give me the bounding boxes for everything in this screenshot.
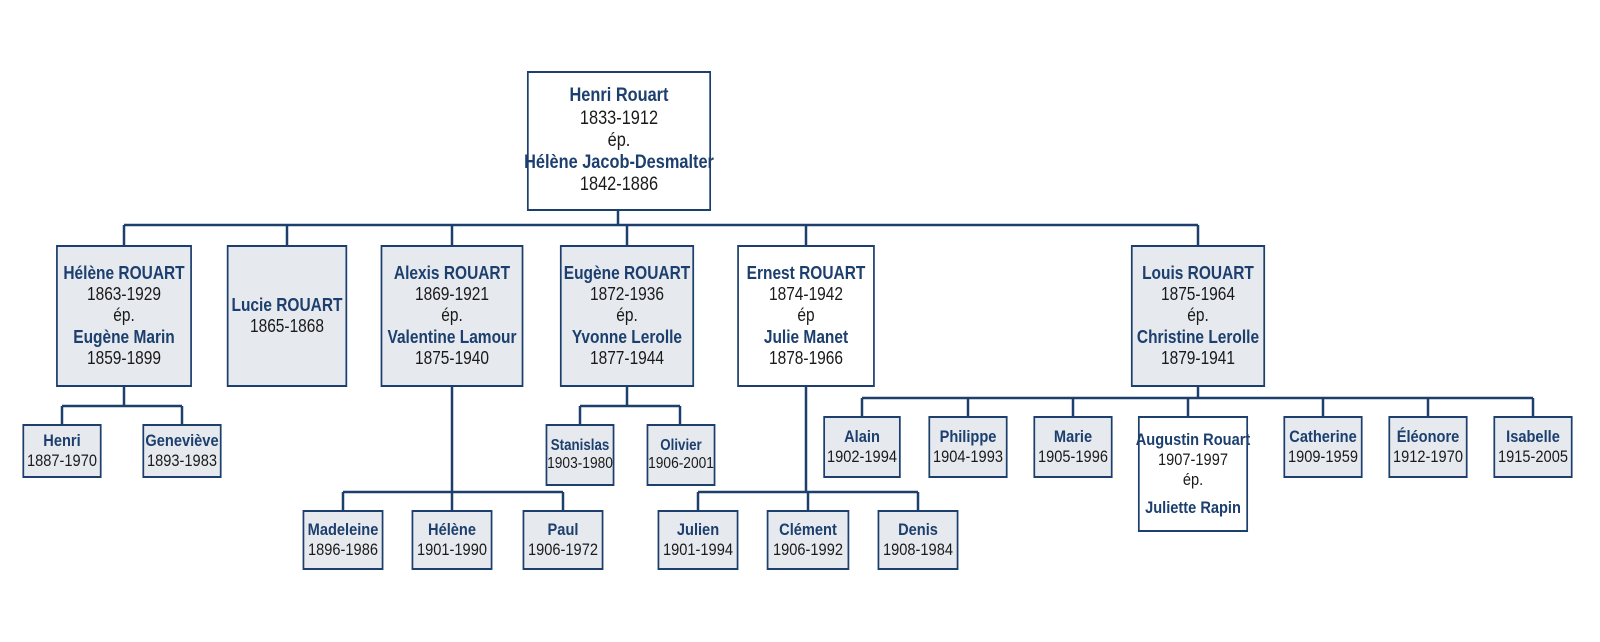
- person-dates: 1904-1993: [933, 447, 1003, 466]
- marriage-label: ép.: [1182, 469, 1204, 489]
- person-name: Henri Rouart: [569, 85, 669, 107]
- person-name: Ernest ROUART: [746, 263, 866, 284]
- person-dates: 1912-1970: [1393, 447, 1463, 466]
- child-box-louis: Louis ROUART 1875-1964 ép. Christine Ler…: [1130, 245, 1266, 387]
- person-name: Denis: [898, 520, 938, 540]
- grandchild-box: Paul 1906-1972: [522, 510, 604, 570]
- person-name: Hélène: [428, 520, 476, 540]
- person-dates: 1901-1994: [663, 540, 733, 559]
- person-name: Louis ROUART: [1142, 263, 1254, 284]
- person-dates: 1887-1970: [27, 451, 97, 470]
- grandchild-box: Stanislas 1903-1980: [545, 424, 615, 486]
- person-dates: 1893-1983: [147, 451, 217, 470]
- spouse-name: Eugène Marin: [73, 326, 175, 347]
- spouse-name: Julie Manet: [763, 326, 849, 347]
- grandchild-box: Isabelle 1915-2005: [1493, 416, 1573, 478]
- person-name: Catherine: [1289, 427, 1357, 447]
- marriage-label: ép.: [113, 305, 135, 326]
- person-dates: 1909-1959: [1288, 447, 1358, 466]
- marriage-label: ép.: [607, 129, 631, 151]
- person-dates: 1901-1990: [417, 540, 487, 559]
- grandchild-box: Éléonore 1912-1970: [1388, 416, 1468, 478]
- person-name: Alain: [844, 427, 880, 447]
- person-dates: 1896-1986: [308, 540, 378, 559]
- person-name: Stanislas: [550, 436, 610, 454]
- person-dates: 1902-1994: [827, 447, 897, 466]
- grandchild-box: Alain 1902-1994: [823, 416, 901, 478]
- person-name: Eugène ROUART: [563, 263, 691, 284]
- person-dates: 1908-1984: [883, 540, 953, 559]
- spouse-dates: 1859-1899: [86, 347, 162, 368]
- spouse-dates: 1879-1941: [1160, 347, 1236, 368]
- spouse-dates: 1875-1940: [414, 347, 490, 368]
- person-dates: 1875-1964: [1160, 284, 1236, 305]
- child-box-lucie: Lucie ROUART 1865-1868: [226, 245, 348, 387]
- spouse-name: Christine Lerolle: [1136, 326, 1260, 347]
- person-dates: 1905-1996: [1038, 447, 1108, 466]
- person-name: Paul: [547, 520, 579, 540]
- grandchild-box: Hélène 1901-1990: [411, 510, 493, 570]
- grandchild-box: Henri 1887-1970: [22, 424, 102, 478]
- spouse-name: Yvonne Lerolle: [571, 326, 683, 347]
- spouse-name: Valentine Lamour: [387, 326, 517, 347]
- person-dates: 1874-1942: [768, 284, 844, 305]
- marriage-label: ép.: [441, 305, 463, 326]
- person-name: Alexis ROUART: [393, 263, 511, 284]
- child-box-helene: Hélène ROUART 1863-1929 ép. Eugène Marin…: [56, 245, 192, 387]
- person-dates: 1906-1972: [528, 540, 598, 559]
- root-person-box: Henri Rouart 1833-1912 ép. Hélène Jacob-…: [524, 71, 714, 211]
- marriage-label: ép: [797, 305, 815, 326]
- person-name: Clément: [779, 520, 837, 540]
- marriage-label: ép.: [616, 305, 638, 326]
- person-dates: 1869-1921: [414, 284, 490, 305]
- grandchild-box-augustin: Augustin Rouart 1907-1997 ép. Juliette R…: [1135, 416, 1251, 532]
- person-name: Lucie ROUART: [231, 294, 343, 315]
- person-name: Julien: [676, 520, 720, 540]
- person-name: Augustin Rouart: [1135, 429, 1251, 449]
- spouse-name: Juliette Rapin: [1145, 498, 1241, 518]
- person-dates: 1907-1997: [1158, 449, 1228, 469]
- child-box-eugene: Eugène ROUART 1872-1936 ép. Yvonne Lerol…: [559, 245, 695, 387]
- person-name: Isabelle: [1506, 427, 1560, 447]
- person-name: Henri: [43, 431, 81, 451]
- spouse-dates: 1877-1944: [589, 347, 665, 368]
- person-name: Marie: [1053, 427, 1093, 447]
- grandchild-box: Geneviève 1893-1983: [142, 424, 222, 478]
- grandchild-box: Madeleine 1896-1986: [302, 510, 384, 570]
- child-box-alexis: Alexis ROUART 1869-1921 ép. Valentine La…: [380, 245, 524, 387]
- person-dates: 1872-1936: [589, 284, 665, 305]
- grandchild-box: Catherine 1909-1959: [1283, 416, 1363, 478]
- spouse-name: Hélène Jacob-Desmalter: [524, 152, 714, 174]
- person-name: Éléonore: [1396, 427, 1460, 447]
- person-name: Philippe: [939, 427, 997, 447]
- spouse-dates: 1878-1966: [768, 347, 844, 368]
- person-dates: 1906-2001: [648, 454, 714, 472]
- marriage-label: ép.: [1187, 305, 1209, 326]
- person-dates: 1906-1992: [773, 540, 843, 559]
- person-dates: 1833-1912: [579, 107, 659, 129]
- grandchild-box: Julien 1901-1994: [657, 510, 739, 570]
- person-dates: 1865-1868: [249, 316, 325, 336]
- grandchild-box: Denis 1908-1984: [877, 510, 959, 570]
- grandchild-box: Olivier 1906-2001: [646, 424, 716, 486]
- spouse-dates: 1842-1886: [579, 174, 659, 196]
- grandchild-box: Philippe 1904-1993: [928, 416, 1008, 478]
- person-name: Geneviève: [145, 431, 219, 451]
- person-dates: 1863-1929: [86, 284, 162, 305]
- person-dates: 1915-2005: [1498, 447, 1568, 466]
- person-name: Madeleine: [307, 520, 379, 540]
- person-dates: 1903-1980: [547, 454, 613, 472]
- person-name: Hélène ROUART: [63, 263, 185, 284]
- person-name: Olivier: [660, 436, 702, 454]
- grandchild-box: Clément 1906-1992: [766, 510, 850, 570]
- child-box-ernest: Ernest ROUART 1874-1942 ép Julie Manet 1…: [737, 245, 875, 387]
- grandchild-box: Marie 1905-1996: [1033, 416, 1113, 478]
